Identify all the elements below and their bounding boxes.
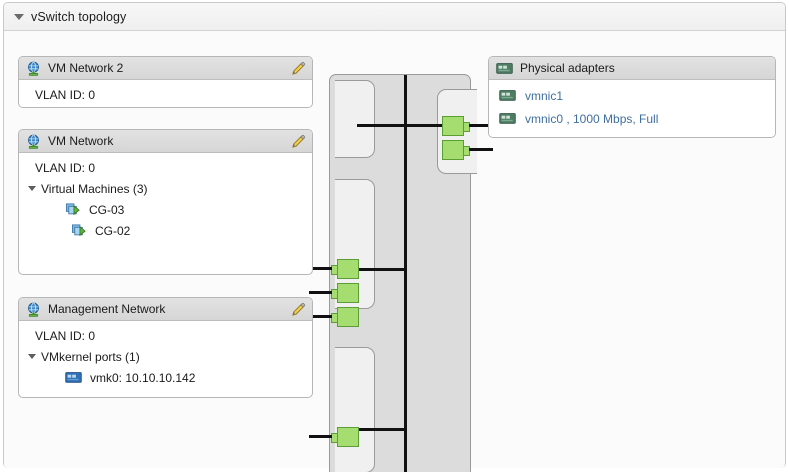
vlan-id-label: VLAN ID: 0 bbox=[35, 87, 96, 102]
physical-nic-icon bbox=[499, 90, 516, 101]
switch-uplink-wire bbox=[469, 124, 493, 127]
caret-down-icon[interactable] bbox=[14, 13, 24, 20]
switch-port-connector bbox=[331, 283, 359, 303]
switch-slot-management-network bbox=[335, 347, 375, 472]
card-content: vmnic1 vmnic0 , 1000 Mbps, Full bbox=[489, 80, 775, 136]
page-title: vSwitch topology bbox=[31, 9, 127, 24]
vm-name: CG-02 bbox=[95, 223, 131, 238]
network-globe-icon bbox=[28, 61, 39, 76]
network-globe-icon bbox=[28, 302, 39, 317]
pencil-edit-icon[interactable] bbox=[290, 133, 307, 150]
switch-port-connector bbox=[331, 427, 359, 447]
port-group-card-vm-network[interactable]: VM Network VLAN ID: 0 Virtual Machines (… bbox=[18, 129, 313, 275]
switch-uplink-connector bbox=[442, 140, 470, 160]
vm-name: CG-03 bbox=[89, 202, 125, 217]
panel-body: VM Network 2 VLAN ID: 0 bbox=[4, 31, 785, 472]
switch-wire bbox=[309, 291, 332, 294]
card-header: Physical adapters bbox=[489, 57, 775, 80]
port-group-card-management-network[interactable]: Management Network VLAN ID: 0 VMkernel p… bbox=[18, 297, 313, 398]
switch-uplink-connector bbox=[442, 116, 470, 136]
pencil-edit-icon[interactable] bbox=[290, 301, 307, 318]
switch-port-connector bbox=[331, 259, 359, 279]
card-header: Management Network bbox=[19, 298, 312, 321]
list-item[interactable]: vmnic1 bbox=[489, 84, 775, 107]
port-group-name: VM Network 2 bbox=[48, 61, 124, 75]
vmkernel-nic-icon bbox=[65, 372, 82, 383]
port-group-name: Management Network bbox=[48, 302, 166, 316]
card-content: VLAN ID: 0 VMkernel ports (1) vmk bbox=[19, 321, 312, 394]
virtual-machines-group-row[interactable]: Virtual Machines (3) bbox=[19, 178, 312, 199]
switch-bus-branch-3 bbox=[357, 428, 405, 431]
port-group-card-vm-network-2[interactable]: VM Network 2 VLAN ID: 0 bbox=[18, 56, 313, 108]
card-header: VM Network bbox=[19, 130, 312, 153]
list-item[interactable]: CG-02 bbox=[19, 220, 312, 241]
vmkernel-ports-group-label: VMkernel ports (1) bbox=[41, 349, 140, 364]
vmkernel-ports-group-row[interactable]: VMkernel ports (1) bbox=[19, 346, 312, 367]
virtual-machine-icon bbox=[71, 223, 86, 236]
switch-bus-branch-2 bbox=[357, 268, 405, 271]
virtual-machines-group-label: Virtual Machines (3) bbox=[41, 181, 148, 196]
list-item[interactable]: CG-03 bbox=[19, 199, 312, 220]
switch-wire bbox=[309, 435, 332, 438]
switch-uplink-wire bbox=[469, 148, 493, 151]
virtual-machine-icon bbox=[65, 202, 80, 215]
list-item[interactable]: vmk0: 10.10.10.142 bbox=[19, 367, 312, 388]
switch-bus-vertical bbox=[404, 75, 407, 472]
switch-wire bbox=[309, 267, 332, 270]
card-content: VLAN ID: 0 bbox=[19, 80, 312, 107]
network-globe-icon bbox=[28, 134, 39, 149]
card-header: VM Network 2 bbox=[19, 57, 312, 80]
pencil-edit-icon[interactable] bbox=[290, 60, 307, 77]
physical-nic-icon bbox=[499, 113, 516, 124]
physical-adapters-title: Physical adapters bbox=[520, 61, 615, 75]
vlan-id-label: VLAN ID: 0 bbox=[35, 160, 96, 175]
vlan-id-row: VLAN ID: 0 bbox=[19, 84, 312, 105]
caret-down-icon[interactable] bbox=[28, 354, 36, 359]
list-item[interactable]: vmnic0 , 1000 Mbps, Full bbox=[489, 107, 775, 130]
physical-adapter-name[interactable]: vmnic1 bbox=[525, 88, 564, 103]
switch-slot-vm-network-2 bbox=[335, 80, 375, 158]
caret-down-icon[interactable] bbox=[28, 186, 36, 191]
vmkernel-port-name: vmk0: 10.10.10.142 bbox=[90, 370, 196, 385]
switch-port-connector bbox=[331, 307, 359, 327]
physical-adapters-card[interactable]: Physical adapters vmnic1 bbox=[488, 56, 776, 138]
switch-wire bbox=[309, 315, 332, 318]
vlan-id-label: VLAN ID: 0 bbox=[35, 328, 96, 343]
port-group-name: VM Network bbox=[48, 134, 114, 148]
vlan-id-row: VLAN ID: 0 bbox=[19, 157, 312, 178]
physical-nic-icon bbox=[496, 62, 513, 74]
card-content: VLAN ID: 0 Virtual Machines (3) CG-03 bbox=[19, 153, 312, 247]
vswitch-topology-panel: vSwitch topology bbox=[3, 2, 786, 472]
switch-bus-branch-1 bbox=[357, 124, 452, 127]
vlan-id-row: VLAN ID: 0 bbox=[19, 325, 312, 346]
panel-header[interactable]: vSwitch topology bbox=[4, 3, 785, 31]
physical-adapter-name[interactable]: vmnic0 , 1000 Mbps, Full bbox=[525, 111, 659, 126]
